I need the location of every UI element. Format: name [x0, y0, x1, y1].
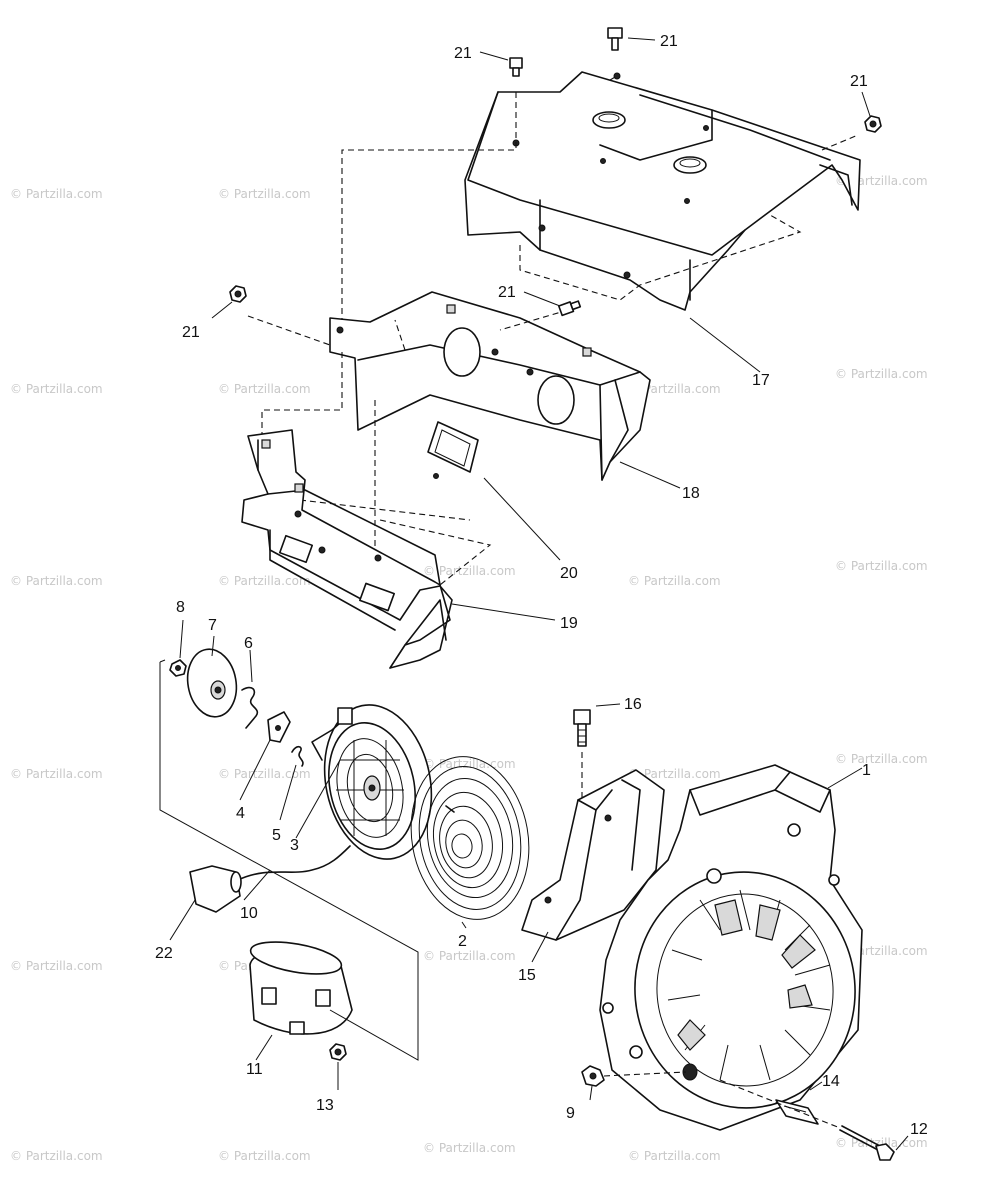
callout-18: 18 [682, 485, 700, 502]
bolt-21-middle [557, 300, 582, 317]
callout-2: 2 [458, 933, 467, 950]
bolt-21-top [607, 27, 623, 51]
watermark: © Partzilla.com [10, 767, 103, 781]
watermark: © Partzilla.com [10, 574, 103, 588]
dashed-line [603, 1071, 687, 1077]
watermark: © Partzilla.com [218, 1149, 311, 1163]
part-15-bracket [521, 769, 665, 941]
callout-15: 15 [518, 967, 536, 984]
callout-22: 22 [155, 945, 173, 962]
alignment-lines [247, 75, 859, 586]
callout-21: 21 [850, 73, 868, 90]
bolt-21-upper-left [509, 57, 523, 77]
callout-1: 1 [862, 762, 871, 779]
part-21-bolts [229, 27, 882, 317]
callout-14: 14 [822, 1073, 840, 1090]
callout-21: 21 [182, 324, 200, 341]
part-18-shroud-plate [329, 291, 651, 481]
callout-21: 21 [660, 33, 678, 50]
part-10-starter-rope [237, 845, 351, 881]
callout-8: 8 [176, 599, 185, 616]
part-7-plate [186, 648, 238, 718]
callout-7: 7 [208, 617, 217, 634]
leader-lines [169, 37, 909, 1151]
part-4-ratchet [267, 711, 291, 743]
callout-6: 6 [244, 635, 253, 652]
watermark: © Partzilla.com [628, 574, 721, 588]
part-11-cup [249, 941, 353, 1035]
watermark: © Partzilla.com [10, 187, 103, 201]
part-14-clip [775, 1099, 819, 1125]
part-17-top-shroud [464, 71, 861, 311]
watermark: © Partzilla.com [218, 767, 311, 781]
callout-13: 13 [316, 1097, 334, 1114]
callout-4: 4 [236, 805, 245, 822]
callout-21: 21 [454, 45, 472, 62]
callout-19: 19 [560, 615, 578, 632]
part-5-spring [291, 745, 304, 767]
watermark: © Partzilla.com [423, 1141, 516, 1155]
part-1-fan-housing [599, 764, 863, 1131]
watermark: © Partzilla.com [628, 1149, 721, 1163]
watermark: © Partzilla.com [423, 757, 516, 771]
part-6-spring-clip [241, 686, 259, 729]
watermark: © Partzilla.com [835, 559, 928, 573]
callout-20: 20 [560, 565, 578, 582]
dashed-line [519, 214, 802, 301]
watermark: © Partzilla.com [218, 187, 311, 201]
dashed-line [719, 1079, 841, 1129]
part-22-handle [189, 865, 242, 913]
watermark: © Partzilla.com [835, 752, 928, 766]
assembly-boundary [159, 659, 166, 663]
callout-12: 12 [910, 1121, 928, 1138]
part-8-nut [169, 659, 187, 677]
callout-16: 16 [624, 696, 642, 713]
part-12-bolt [839, 1125, 895, 1161]
watermark: © Partzilla.com [423, 564, 516, 578]
part-9-nut [581, 1065, 605, 1087]
callout-11: 11 [246, 1061, 263, 1078]
bolt-21-left [229, 285, 247, 303]
part-19-bracket [241, 429, 453, 669]
watermark: © Partzilla.com [10, 959, 103, 973]
watermark: © Partzilla.com [218, 574, 311, 588]
callout-9: 9 [566, 1105, 575, 1122]
callout-17: 17 [752, 372, 770, 389]
watermark: © Partzilla.com [628, 382, 721, 396]
callout-3: 3 [290, 837, 299, 854]
callout-21: 21 [498, 284, 516, 301]
part-3-reel [311, 704, 433, 860]
bolt-21-right [864, 115, 882, 133]
watermark: © Partzilla.com [423, 949, 516, 963]
part-2-recoil-spring [410, 756, 530, 920]
assembly-boundary [159, 662, 419, 1061]
watermark: © Partzilla.com [10, 1149, 103, 1163]
callout-5: 5 [272, 827, 281, 844]
callouts: 21 21 21 21 21 17 18 20 19 8 7 6 16 1 4 … [155, 33, 928, 1138]
callout-10: 10 [240, 905, 258, 922]
watermark: © Partzilla.com [628, 767, 721, 781]
watermark: © Partzilla.com [835, 367, 928, 381]
part-20-gasket [427, 421, 479, 479]
watermark: © Partzilla.com [10, 382, 103, 396]
watermark: © Partzilla.com [218, 382, 311, 396]
part-16-bolt [573, 709, 591, 747]
part-13-bolt [329, 1043, 347, 1061]
